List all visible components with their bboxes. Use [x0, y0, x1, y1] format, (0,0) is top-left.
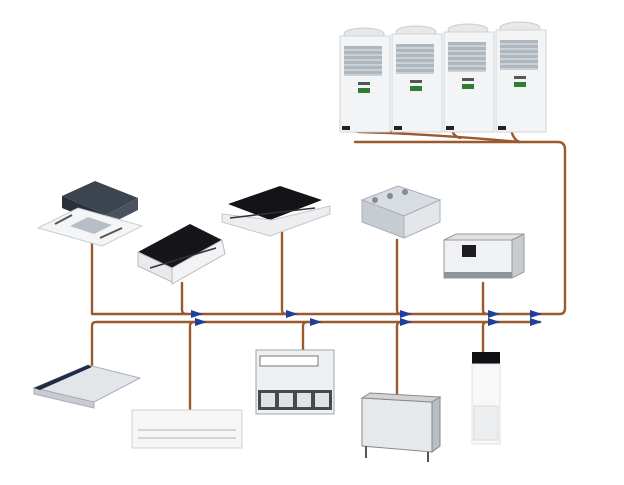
drop-high-static-ducted: [481, 281, 489, 316]
outdoor-unit-3: [443, 23, 495, 133]
branch-joint-icon: [286, 310, 298, 318]
branch-joint-icon: [195, 318, 207, 326]
branch-joint-icon: [530, 318, 542, 326]
two-way-cassette-unit: [221, 186, 331, 237]
branch-joint-icon: [530, 310, 542, 318]
branch-joint-icon: [191, 310, 203, 318]
four-way-cassette-unit: [36, 181, 144, 247]
wall-mounted-unit: [131, 409, 243, 449]
one-way-cassette-unit: [137, 224, 226, 285]
outdoor-unit-1: [339, 27, 391, 133]
main-pipe-upper: [90, 140, 567, 316]
branch-joint-icon: [400, 310, 412, 318]
floor-concealed-unit: [360, 392, 442, 462]
drop-ducted-unit: [395, 238, 403, 316]
console-unit: [255, 349, 335, 415]
drop-column-unit: [481, 320, 489, 354]
ceiling-floor-unit: [32, 364, 142, 409]
main-pipe-lower: [90, 320, 542, 387]
outdoor-unit-4: [495, 21, 547, 133]
branch-joint-icon: [488, 318, 500, 326]
branch-joints: [191, 310, 542, 326]
floor-standing-column-unit: [471, 352, 501, 445]
ducted-unit: [360, 185, 442, 239]
branch-joint-icon: [310, 318, 322, 326]
branch-joint-icon: [400, 318, 412, 326]
drop-console: [301, 320, 309, 352]
high-static-ducted-unit: [443, 233, 525, 279]
outdoor-unit-2: [391, 25, 443, 133]
drop-two-way-cassette: [280, 226, 288, 316]
drop-one-way-cassette: [180, 281, 188, 316]
drop-wall-unit: [188, 320, 196, 412]
outdoor-units: [339, 21, 547, 133]
branch-joint-icon: [488, 310, 500, 318]
